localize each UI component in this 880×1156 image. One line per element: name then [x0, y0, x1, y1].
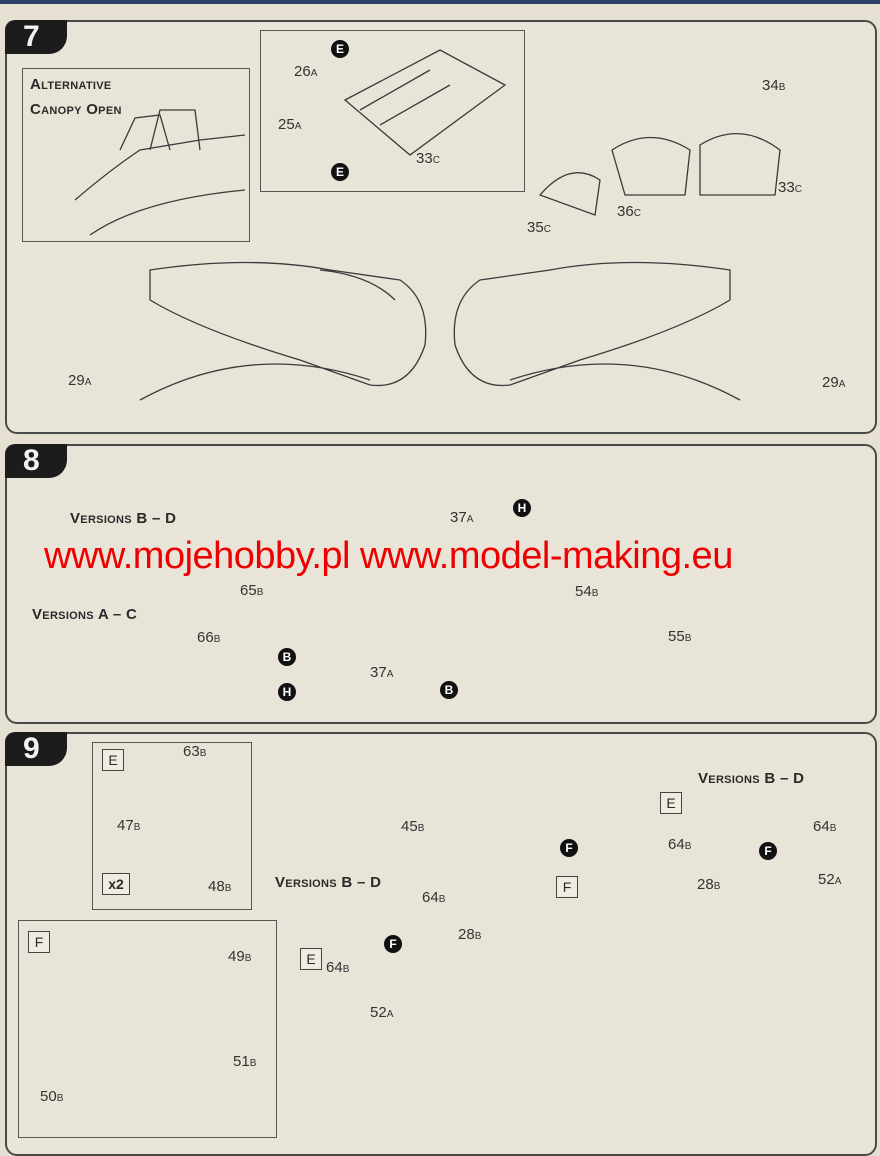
part-64b: 64B [422, 889, 446, 906]
aircraft-fuselage-left [139, 261, 427, 401]
part-64b: 64B [326, 959, 350, 976]
marker-h: H [278, 683, 296, 701]
part-34b: 34B [762, 77, 786, 94]
marker-h: H [513, 499, 531, 517]
part-51b: 51B [233, 1053, 257, 1070]
canopy-open-sketch [74, 109, 246, 236]
part-37a: 37A [370, 664, 394, 681]
part-64b: 64B [813, 818, 837, 835]
part-66b: 66B [197, 629, 221, 646]
step-9-panel: 9 [5, 732, 877, 1156]
inset-label-e: E [102, 749, 124, 771]
marker-f: F [560, 839, 578, 857]
step-number-badge: 9 [5, 732, 67, 766]
canopy-part-33c-detail [343, 49, 507, 156]
aircraft-fuselage-right [453, 261, 741, 401]
step-7-panel: 7 [5, 20, 877, 434]
part-33c: 33C [778, 179, 802, 196]
marker-f: F [384, 935, 402, 953]
versions-b-d-label: Versions B – D [698, 770, 805, 787]
marker-f: F [759, 842, 777, 860]
step-8-panel: 8 [5, 444, 877, 724]
part-33c: 33C [416, 150, 440, 167]
part-52a: 52A [370, 1004, 394, 1021]
top-border [0, 0, 880, 4]
part-45b: 45B [401, 818, 425, 835]
glue-marker-e: E [331, 163, 349, 181]
part-29a: 29A [68, 372, 92, 389]
part-64b: 64B [668, 836, 692, 853]
part-25a: 25A [278, 116, 302, 133]
part-28b: 28B [697, 876, 721, 893]
part-35c: 35C [527, 219, 551, 236]
part-37a: 37A [450, 509, 474, 526]
bomb-inset [92, 742, 252, 910]
part-49b: 49B [228, 948, 252, 965]
part-29a: 29A [822, 374, 846, 391]
part-54b: 54B [575, 583, 599, 600]
step-number-badge: 7 [5, 20, 67, 54]
glue-marker-e: E [331, 40, 349, 58]
part-47b: 47B [117, 817, 141, 834]
part-48b: 48B [208, 878, 232, 895]
marker-b: B [278, 648, 296, 666]
label-f: F [556, 876, 578, 898]
part-55b: 55B [668, 628, 692, 645]
canopy-parts-right [538, 133, 781, 216]
part-26a: 26A [294, 63, 318, 80]
alternative-title: Alternative [30, 76, 112, 93]
versions-b-d-label: Versions B – D [275, 874, 382, 891]
part-28b: 28B [458, 926, 482, 943]
part-63b: 63B [183, 743, 207, 760]
quantity-x2: x2 [102, 873, 130, 895]
versions-b-d-label: Versions B – D [70, 510, 177, 527]
marker-b: B [440, 681, 458, 699]
part-52a: 52A [818, 871, 842, 888]
watermark: www.mojehobby.pl www.model-making.eu [44, 535, 733, 577]
alternative-title-2: Canopy Open [30, 101, 122, 118]
inset-label-f: F [28, 931, 50, 953]
canopy-detail-inset [260, 30, 525, 192]
part-50b: 50B [40, 1088, 64, 1105]
drop-tank-inset [18, 920, 277, 1138]
label-e: E [300, 948, 322, 970]
versions-a-c-label: Versions A – C [32, 606, 138, 623]
alternative-canopy-inset [22, 68, 250, 242]
label-e: E [660, 792, 682, 814]
part-65b: 65B [240, 582, 264, 599]
part-36c: 36C [617, 203, 641, 220]
step-number-badge: 8 [5, 444, 67, 478]
